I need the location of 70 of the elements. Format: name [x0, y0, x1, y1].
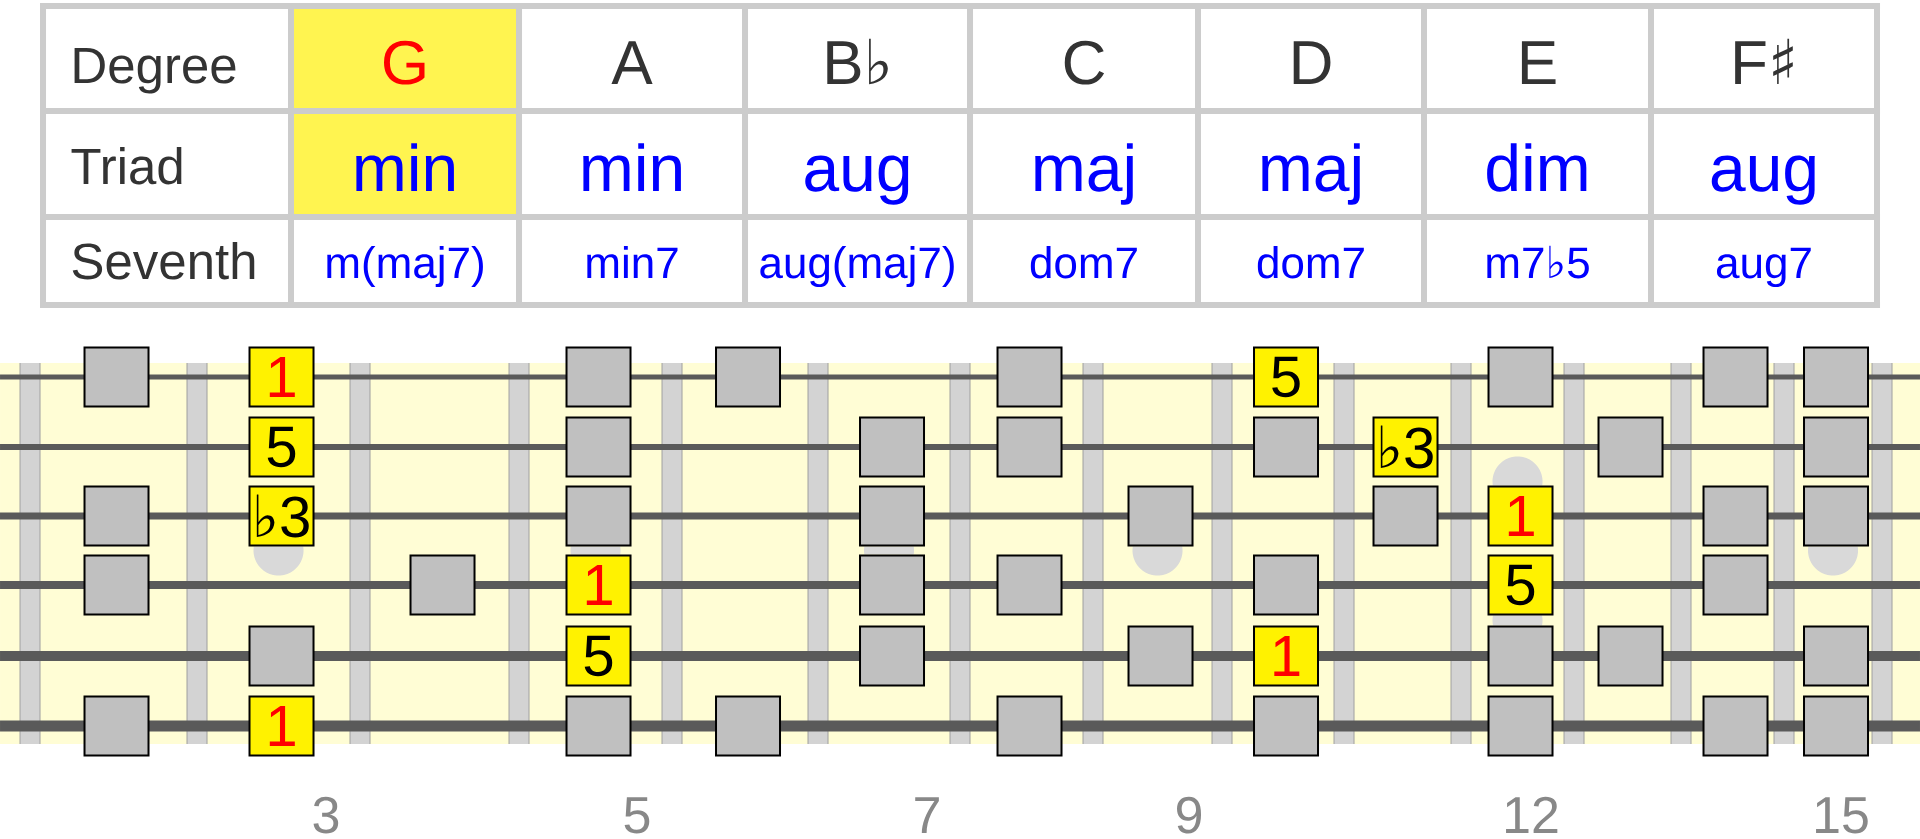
note-marker [1487, 625, 1554, 687]
note-name: E [1521, 41, 1556, 84]
note-marker [1253, 554, 1319, 616]
note-marker [996, 554, 1063, 616]
fret-number: 9 [1177, 796, 1202, 834]
note-marker [1597, 416, 1664, 478]
note-marker [1803, 695, 1869, 757]
note-name: C [1064, 40, 1105, 85]
note-marker [715, 695, 781, 757]
note-marker [996, 346, 1063, 408]
note-marker [1487, 346, 1554, 408]
note-marker [83, 346, 150, 408]
triad-name: aug [805, 155, 909, 205]
note-marker [859, 625, 925, 687]
note-name: F♯ [1735, 38, 1793, 84]
note-marker [1702, 346, 1769, 408]
note-marker [1702, 695, 1769, 757]
note-name: B♭ [827, 38, 888, 85]
note-marker [565, 346, 632, 408]
note-marker [83, 695, 150, 757]
note-marker [859, 554, 925, 616]
note-marker [1127, 485, 1194, 547]
seventh-chord-name: min7 [587, 246, 678, 278]
note-marker [996, 695, 1063, 757]
note-marker [715, 346, 781, 408]
note-marker [1253, 416, 1319, 478]
fret-number: 7 [915, 797, 939, 833]
note-marker [1803, 625, 1869, 687]
note-marker [565, 416, 632, 478]
row-header: Seventh [72, 242, 255, 280]
fret-number: 15 [1816, 797, 1868, 834]
seventh-chord-name: aug7 [1716, 247, 1811, 288]
note-marker [1372, 485, 1439, 547]
note-marker [1127, 625, 1194, 687]
highlighted-cell: min [294, 114, 516, 214]
triad-name: maj [1262, 143, 1360, 205]
note-marker [859, 485, 925, 547]
seventh-chord-name: m(maj7) [327, 246, 483, 288]
note-marker [248, 625, 315, 687]
seventh-chord-name: dom7 [1257, 246, 1364, 279]
triad-name: dim [1487, 143, 1587, 192]
note-marker [1803, 416, 1869, 478]
highlighted-cell: G [294, 9, 516, 108]
note-marker [1803, 346, 1869, 408]
note-marker [565, 485, 632, 547]
note-marker [565, 695, 632, 757]
note-marker [83, 554, 150, 616]
note-name: A [611, 41, 653, 84]
note-marker [1253, 695, 1319, 757]
note-marker [1487, 695, 1554, 757]
fret-number: 3 [313, 796, 339, 834]
fret-number: 12 [1506, 796, 1558, 833]
note-marker [83, 485, 150, 547]
note-marker [859, 416, 925, 478]
triad-name: maj [1035, 143, 1133, 205]
note-marker [1702, 485, 1769, 547]
note-marker [1702, 554, 1769, 616]
note-name: D [1293, 41, 1331, 84]
note-marker [996, 416, 1063, 478]
row-header: Triad [71, 147, 182, 185]
triad-name: min [583, 143, 681, 191]
note-marker [1803, 485, 1869, 547]
triad-name: aug [1711, 155, 1815, 205]
row-header: Degree [74, 47, 236, 94]
note-marker [409, 554, 476, 616]
seventh-chord-name: m7♭5 [1487, 245, 1589, 279]
fret-number: 5 [624, 797, 650, 834]
note-marker [1597, 625, 1664, 687]
seventh-chord-name: dom7 [1030, 246, 1137, 279]
seventh-chord-name: aug(maj7) [760, 246, 954, 288]
